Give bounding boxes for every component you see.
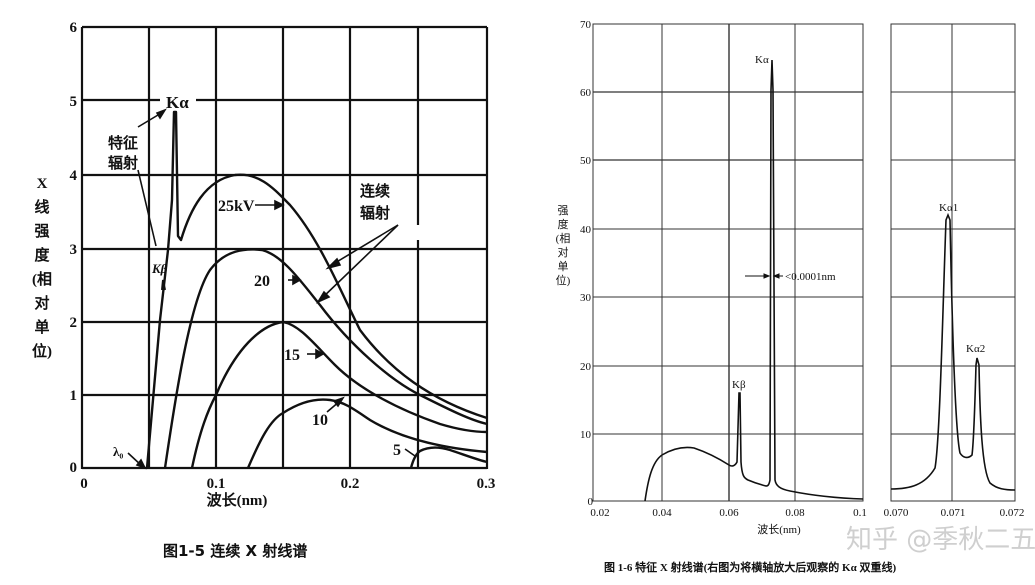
left-y-ticks: 0 1 2 3 4 5 6 xyxy=(70,20,78,476)
middle-y-ticks: 0 10 20 30 40 50 60 70 xyxy=(580,19,594,508)
kb-notch xyxy=(161,279,166,291)
svg-text:强: 强 xyxy=(558,205,569,217)
svg-text:0.072: 0.072 xyxy=(1000,507,1025,519)
label-15kv: 15 xyxy=(284,347,300,364)
svg-text:0.04: 0.04 xyxy=(652,507,672,519)
svg-text:0.070: 0.070 xyxy=(884,507,909,519)
ka2-label: Kα2 xyxy=(966,343,985,355)
svg-text:70: 70 xyxy=(580,19,592,31)
svg-text:线: 线 xyxy=(34,198,49,216)
svg-text:0.02: 0.02 xyxy=(590,507,609,519)
curve-5kv xyxy=(409,446,488,469)
ka-label: Kα xyxy=(166,93,189,112)
svg-text:强: 强 xyxy=(34,223,49,240)
left-annotations: Kα Kβ 特征 辐射 连续 辐射 λ₀ 25kV 20 15 10 5 xyxy=(108,93,401,459)
curve-25kv xyxy=(145,110,488,469)
left-ylabel: X 线 强 度 (相 对 单 位) xyxy=(32,176,52,360)
left-xtick-2: 0.2 xyxy=(341,476,360,492)
svg-text:0.1: 0.1 xyxy=(853,507,867,519)
char-rad-label-2: 辐射 xyxy=(108,154,138,172)
middle-kb-label: Kβ xyxy=(732,379,746,391)
right-chart: 0.070 0.071 0.072 Kα1 Kα2 xyxy=(884,23,1025,519)
ka1-label: Kα1 xyxy=(939,202,958,214)
svg-text:度: 度 xyxy=(558,217,569,231)
label-10kv: 10 xyxy=(312,412,328,429)
svg-text:10: 10 xyxy=(580,429,592,441)
svg-text:30: 30 xyxy=(580,292,592,304)
left-curves xyxy=(145,110,488,469)
char-rad-label-1: 特征 xyxy=(108,134,138,152)
svg-text:60: 60 xyxy=(580,87,592,99)
svg-text:单: 单 xyxy=(558,260,569,273)
svg-text:20: 20 xyxy=(580,361,592,373)
left-ytick-6: 6 xyxy=(70,20,78,36)
left-ytick-4: 4 xyxy=(70,168,78,184)
left-x-ticks: 0 0.1 0.2 0.3 xyxy=(80,476,495,492)
svg-text:0: 0 xyxy=(588,496,594,508)
svg-text:(相: (相 xyxy=(32,270,52,288)
width-label: <0.0001nm xyxy=(785,271,836,283)
svg-text:50: 50 xyxy=(580,155,592,167)
left-ytick-1: 1 xyxy=(70,388,78,404)
left-xtick-3: 0.3 xyxy=(477,476,496,492)
svg-text:X: X xyxy=(37,176,48,192)
svg-text:40: 40 xyxy=(580,224,592,236)
svg-text:(相: (相 xyxy=(556,232,571,245)
svg-text:位): 位) xyxy=(32,342,52,360)
right-doublet-curve xyxy=(890,212,1016,491)
left-caption: 图1-5 连续 X 射线谱 xyxy=(163,542,307,560)
svg-text:对: 对 xyxy=(34,294,49,312)
lambda0-label: λ₀ xyxy=(113,444,123,459)
svg-text:0.06: 0.06 xyxy=(719,507,739,519)
middle-annotations: Kα Kβ <0.0001nm xyxy=(732,54,836,391)
curve-10kv xyxy=(246,398,488,469)
middle-chart: 0 10 20 30 40 50 60 70 0.02 0.04 0.06 0.… xyxy=(556,19,897,574)
cont-rad-label-1: 连续 xyxy=(360,182,390,200)
kb-label: Kβ xyxy=(151,261,168,276)
left-arrows xyxy=(127,108,416,470)
left-ytick-3: 3 xyxy=(70,242,78,258)
svg-text:0.08: 0.08 xyxy=(785,507,805,519)
middle-spectrum-curve xyxy=(644,59,864,502)
middle-ylabel: 强 度 (相 对 单 位) xyxy=(556,205,571,287)
middle-caption: 图 1-6 特征 X 射线谱(右图为将横轴放大后观察的 Kα 双重线) xyxy=(604,560,896,574)
svg-text:0.071: 0.071 xyxy=(941,507,966,519)
svg-text:度: 度 xyxy=(34,246,50,264)
left-ytick-2: 2 xyxy=(70,315,78,331)
svg-text:对: 对 xyxy=(558,245,569,259)
left-xtick-1: 0.1 xyxy=(207,476,226,492)
left-xtick-0: 0 xyxy=(80,476,88,492)
label-25kv: 25kV xyxy=(218,198,255,215)
label-20kv: 20 xyxy=(254,273,270,290)
svg-text:位): 位) xyxy=(556,273,571,287)
width-marker xyxy=(745,273,783,279)
curve-15kv xyxy=(190,320,488,469)
middle-ka-label: Kα xyxy=(755,54,769,66)
middle-grid xyxy=(592,23,864,502)
watermark: 知乎 @季秋二五 xyxy=(846,525,1035,555)
right-x-ticks: 0.070 0.071 0.072 xyxy=(884,507,1025,519)
left-xlabel: 波长(nm) xyxy=(207,491,268,509)
left-chart: 0 1 2 3 4 5 6 0 0.1 0.2 0.3 波长(nm) X 线 强… xyxy=(32,20,495,560)
middle-xlabel: 波长(nm) xyxy=(757,523,801,536)
left-ytick-5: 5 xyxy=(70,94,78,110)
cont-rad-label-2: 辐射 xyxy=(360,204,390,222)
middle-x-ticks: 0.02 0.04 0.06 0.08 0.1 xyxy=(590,507,867,519)
svg-text:单: 单 xyxy=(34,318,49,336)
right-grid xyxy=(890,23,1016,502)
left-ytick-0: 0 xyxy=(70,460,78,476)
curve-20kv xyxy=(163,248,488,469)
left-grid xyxy=(80,25,489,470)
right-annotations: Kα1 Kα2 xyxy=(939,202,985,355)
label-5kv: 5 xyxy=(393,442,401,459)
